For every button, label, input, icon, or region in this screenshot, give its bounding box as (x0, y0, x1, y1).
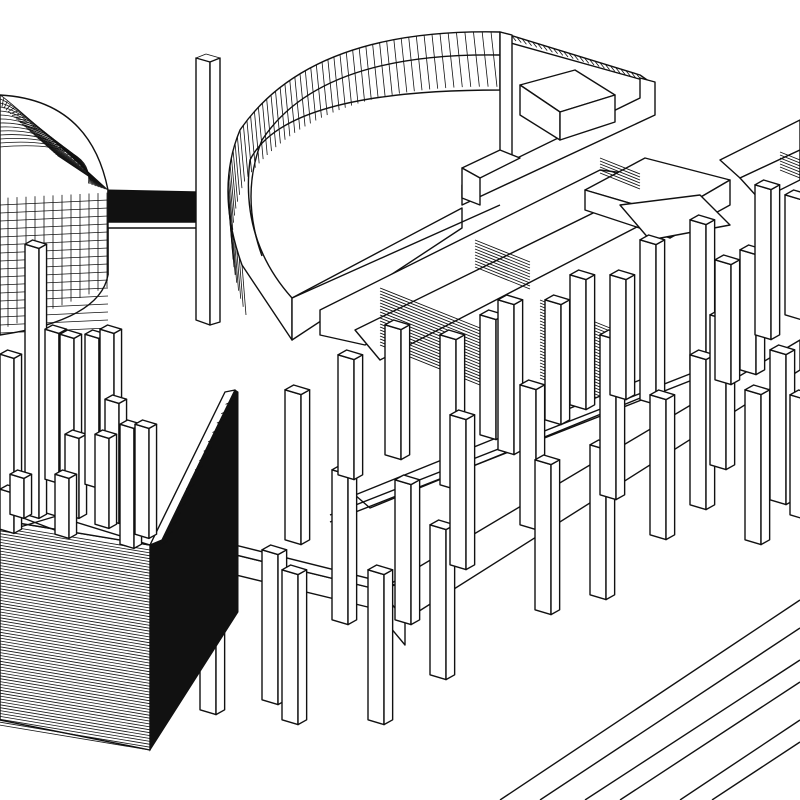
hatched-cube (0, 389, 239, 752)
column-cluster-left (0, 239, 158, 550)
amphitheatre (0, 94, 109, 336)
connecting-beam (107, 189, 206, 229)
column-forest (199, 179, 800, 726)
ground-rails (499, 599, 800, 800)
tall-wall-slab (195, 53, 221, 326)
